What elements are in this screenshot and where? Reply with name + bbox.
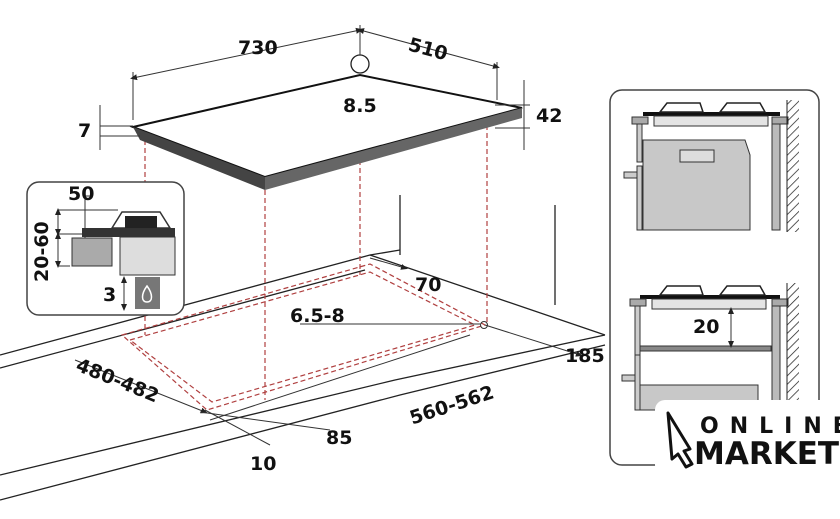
dim-cutout-width: 560-562 [407, 382, 497, 430]
dim-front-distance: 85 [326, 427, 352, 449]
dim-gas-inlet: 8.5 [343, 95, 377, 117]
cursor-icon [666, 411, 694, 469]
hob [129, 54, 523, 190]
inset-dim-gap: 3 [103, 284, 116, 306]
dim-glass-thickness: 7 [78, 120, 91, 142]
inset-dim-panel-range: 20-60 [31, 221, 53, 282]
dim-side: 185 [565, 345, 605, 367]
online-market-logo: ONLINE MARKET [655, 400, 840, 475]
dim-hob-width: 730 [238, 37, 278, 59]
inset-detail [26, 181, 185, 316]
side-view-panel [609, 89, 820, 466]
dim-hob-height: 42 [536, 105, 562, 127]
gas-inlet-icon [350, 54, 370, 74]
inset-dim-top: 50 [68, 183, 94, 205]
logo-line1: ONLINE [700, 414, 840, 439]
dim-bracket: 6.5-8 [290, 305, 345, 327]
dim-cutout-back: 70 [415, 274, 441, 296]
side-dim-clearance: 20 [693, 316, 719, 338]
dim-hob-depth: 510 [406, 34, 450, 66]
gas-flame-icon [141, 284, 153, 303]
dim-front-edge: 10 [250, 453, 276, 475]
logo-line2: MARKET [694, 436, 839, 472]
dim-cutout-depth: 480-482 [73, 354, 162, 407]
dimension-lines [74, 25, 583, 446]
